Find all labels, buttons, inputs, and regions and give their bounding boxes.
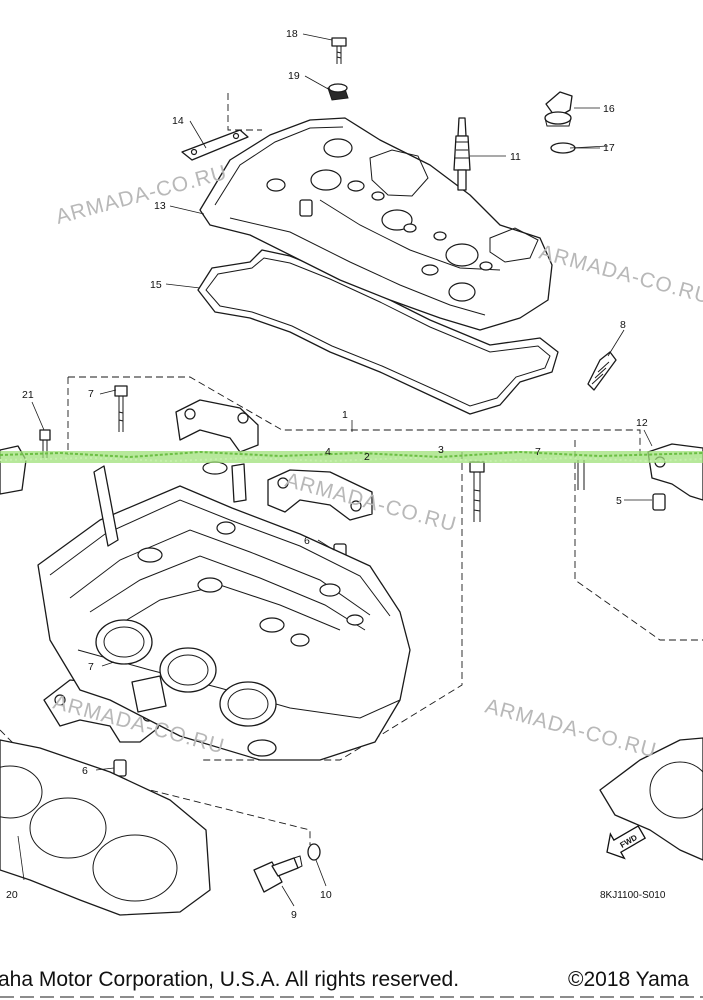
diagram-reference: 8KJ1100-S010 <box>600 890 666 901</box>
footer-copyright-right: ©2018 Yama <box>568 968 689 991</box>
callout-3: 3 <box>438 444 444 456</box>
callout-11: 11 <box>510 151 521 163</box>
callout-20: 20 <box>6 889 18 901</box>
callout-10: 10 <box>320 889 332 901</box>
callout-6: 6 <box>82 765 88 777</box>
callout-7: 7 <box>88 388 94 400</box>
callout-7: 7 <box>535 446 541 458</box>
bolt-7-right <box>469 461 485 522</box>
callout-18: 18 <box>286 28 298 40</box>
cylinder-head-cover <box>199 117 553 331</box>
scan-stripe <box>0 450 703 463</box>
leader-lines <box>17 33 653 907</box>
callout-6: 6 <box>304 535 310 547</box>
cylinder-head <box>37 461 411 761</box>
fwd-arrow-icon: FWD <box>606 825 647 860</box>
head-gasket-right <box>599 737 703 861</box>
callout-15: 15 <box>150 279 162 291</box>
screw-18 <box>331 37 347 64</box>
callout-17: 17 <box>603 142 615 154</box>
bolt-7-top <box>114 385 128 432</box>
watermark: ARMADA-CO.RU <box>483 695 659 763</box>
stud-bolt <box>587 351 617 391</box>
callout-4: 4 <box>325 446 331 458</box>
sensor-gasket <box>307 843 321 861</box>
valve-cover-gasket <box>197 249 559 415</box>
callout-7: 7 <box>88 661 94 673</box>
camshaft-cap-center <box>267 469 373 521</box>
grommet-19 <box>327 83 349 101</box>
callouts: 18 19 14 16 17 11 13 15 8 21 7 1 12 4 3 … <box>6 28 648 921</box>
callout-5: 5 <box>616 495 622 507</box>
dowel-5 <box>652 493 666 511</box>
dowel-6-low <box>113 759 127 777</box>
callout-13: 13 <box>154 200 166 212</box>
stud-right <box>577 460 585 490</box>
temperature-sensor <box>253 855 303 893</box>
oil-filler-cap <box>544 91 573 127</box>
callout-21: 21 <box>22 389 34 401</box>
breather-plate <box>181 129 249 161</box>
callout-12: 12 <box>636 417 648 429</box>
footer-copyright-left: aha Motor Corporation, U.S.A. All rights… <box>0 968 459 991</box>
callout-9: 9 <box>291 909 297 921</box>
callout-8: 8 <box>620 319 626 331</box>
watermark: ARMADA-CO.RU <box>53 161 229 229</box>
watermark: ARMADA-CO.RU <box>537 241 703 309</box>
spark-plug <box>453 117 471 191</box>
watermark: ARMADA-CO.RU <box>283 469 459 537</box>
head-gasket-left <box>0 739 211 916</box>
callout-1: 1 <box>342 409 348 421</box>
camshaft-cap-left <box>175 399 259 453</box>
callout-16: 16 <box>603 103 615 115</box>
callout-2: 2 <box>364 451 370 463</box>
callout-19: 19 <box>288 70 300 82</box>
callout-14: 14 <box>172 115 184 127</box>
